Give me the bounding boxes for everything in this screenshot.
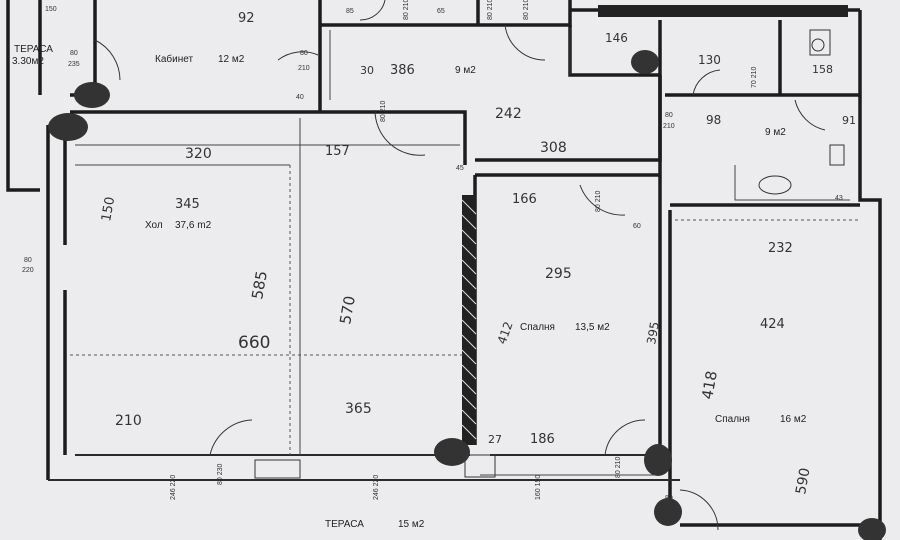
door-top-c: 80 210 (523, 0, 530, 20)
dim-hall-b1: 210 (115, 413, 142, 429)
cabinet-name: Кабинет (155, 53, 193, 65)
misc-43: 43 (835, 195, 843, 202)
door-d10: 160 150 (535, 475, 542, 500)
dim-hall-h1: 660 (238, 333, 270, 353)
door-d7: 70 210 (751, 66, 758, 88)
door-d13: 80 (665, 495, 673, 502)
dim-bath-3: 158 (812, 63, 833, 76)
dim-bed1-side: 395 (644, 321, 662, 346)
walls (6, 0, 882, 540)
misc-150: 150 (45, 6, 57, 13)
door-arcs (94, 0, 826, 531)
door-d2-h: 210 (298, 65, 310, 72)
bedroom2-area: 16 м2 (780, 414, 807, 425)
guide-lines (70, 30, 860, 476)
hall-area: 37,6 m2 (175, 220, 212, 231)
partition-hatched (462, 195, 476, 445)
door-d3: 80 210 (380, 100, 387, 122)
terrace-small-area: 3.30м2 (12, 56, 44, 67)
partition-top-hatched (598, 5, 848, 17)
dim-hall-top: 157 (325, 144, 350, 159)
dim-bed1-bottom: 186 (530, 432, 555, 447)
terrace-main-name: ТЕРАСА (325, 519, 364, 530)
door-d8: 80 230 (217, 463, 224, 485)
door-annotations: 80 235 80 210 80 210 80 220 80 210 80 21… (22, 0, 758, 502)
dim-bed1-w: 295 (545, 266, 572, 282)
dim-bath-1: 146 (605, 31, 628, 45)
door-d9: 80 210 (615, 456, 622, 478)
dim-bath-4: 98 (706, 113, 721, 127)
terrace-main-area: 15 м2 (398, 519, 425, 530)
door-d11: 246 220 (170, 475, 177, 500)
dim-hall-w2: 345 (175, 197, 200, 212)
wall-kitchen-left (320, 110, 467, 165)
dim-bed2-side: 590 (793, 467, 813, 496)
door-top-a: 80 210 (403, 0, 410, 20)
dim-hall-w1: 320 (185, 146, 212, 162)
terrace-small-name: ТЕРАСА (14, 44, 53, 55)
bedroom1-name: Спалня (520, 322, 555, 333)
partition-hatch-lines (461, 199, 477, 440)
door-d1-w: 80 (70, 50, 78, 57)
dim-bath-2: 130 (698, 53, 721, 67)
door-d6-w: 80 (665, 112, 673, 119)
dim-kitchen-2: 242 (495, 106, 522, 122)
dim-small-30: 30 (360, 64, 374, 77)
misc-85: 85 (346, 8, 354, 15)
dim-bath-5: 91 (842, 114, 856, 127)
kitchen-area: 9 м2 (455, 65, 476, 76)
dim-kitchen-3: 308 (540, 140, 567, 156)
dim-bed2-w: 232 (768, 241, 793, 256)
dim-hall-side: 150 (99, 196, 118, 223)
wall-right (858, 10, 882, 540)
dim-hall-h3: 570 (336, 294, 359, 325)
cabinet-area: 12 м2 (218, 54, 245, 65)
dim-small-27: 27 (488, 433, 502, 446)
misc-45: 45 (456, 165, 464, 172)
dim-kitchen-1: 386 (390, 63, 415, 78)
dim-bed2-h: 418 (698, 369, 721, 400)
door-d2-w: 80 (300, 50, 308, 57)
door-d1-h: 235 (68, 61, 80, 68)
columns (48, 50, 886, 540)
dim-hall-h2: 585 (248, 269, 271, 300)
dim-hall-b2: 365 (345, 401, 372, 417)
wall-left-terrace (6, 0, 40, 192)
bedroom1-area: 13,5 м2 (575, 322, 610, 333)
dim-bed2-top: 424 (760, 317, 785, 332)
door-top-b: 80 210 (487, 0, 494, 20)
hall-name: Хол (145, 220, 163, 231)
misc-65: 65 (437, 8, 445, 15)
fixtures (254, 29, 845, 479)
bath-area: 9 м2 (765, 127, 786, 138)
bedroom2-name: Спалня (715, 414, 750, 425)
door-d5: 80 210 (595, 190, 602, 212)
door-d6-h: 210 (663, 123, 675, 130)
door-d12: 246 220 (373, 475, 380, 500)
misc-60: 60 (633, 223, 641, 230)
dim-cab-1: 92 (238, 11, 255, 26)
door-d4-w: 80 (24, 257, 32, 264)
dim-bed1-top: 166 (512, 192, 537, 207)
door-d4-h: 220 (22, 267, 34, 274)
misc-40: 40 (296, 94, 304, 101)
